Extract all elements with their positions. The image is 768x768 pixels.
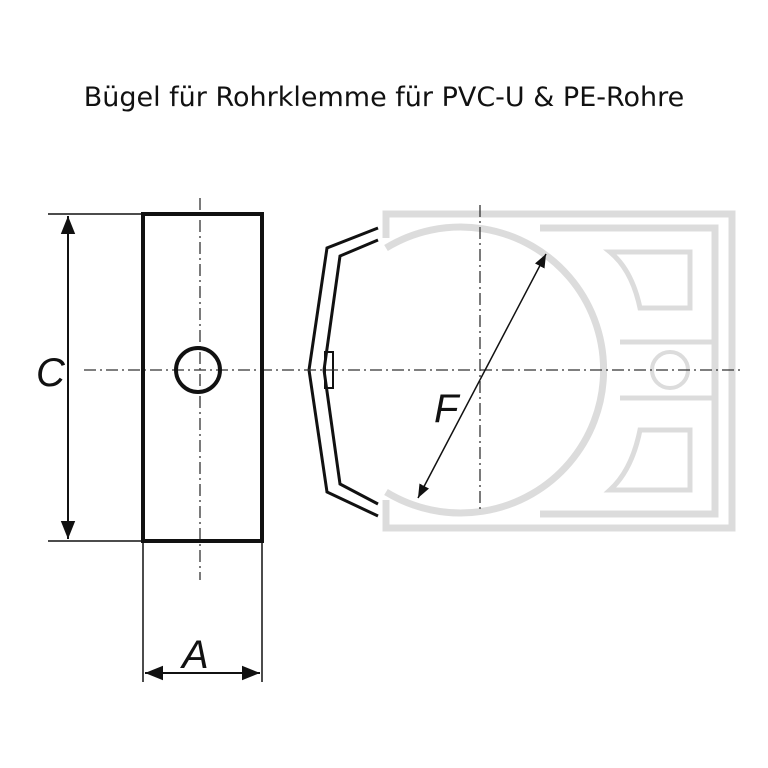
bracket-side-view	[141, 212, 264, 543]
center-lines	[84, 198, 740, 580]
dimension-c-label: C	[36, 351, 66, 395]
dimension-f-label: F	[434, 387, 461, 431]
dimension-f	[417, 253, 547, 499]
dimension-c	[48, 213, 143, 542]
pipe-clamp-ghost	[382, 210, 736, 532]
bolt-hole	[174, 346, 222, 394]
clamp-bracket	[307, 226, 379, 518]
dimension-a-label: A	[180, 633, 209, 677]
dimension-a	[142, 541, 263, 682]
diagram-title: Bügel für Rohrklemme für PVC-U & PE-Rohr…	[83, 82, 685, 113]
